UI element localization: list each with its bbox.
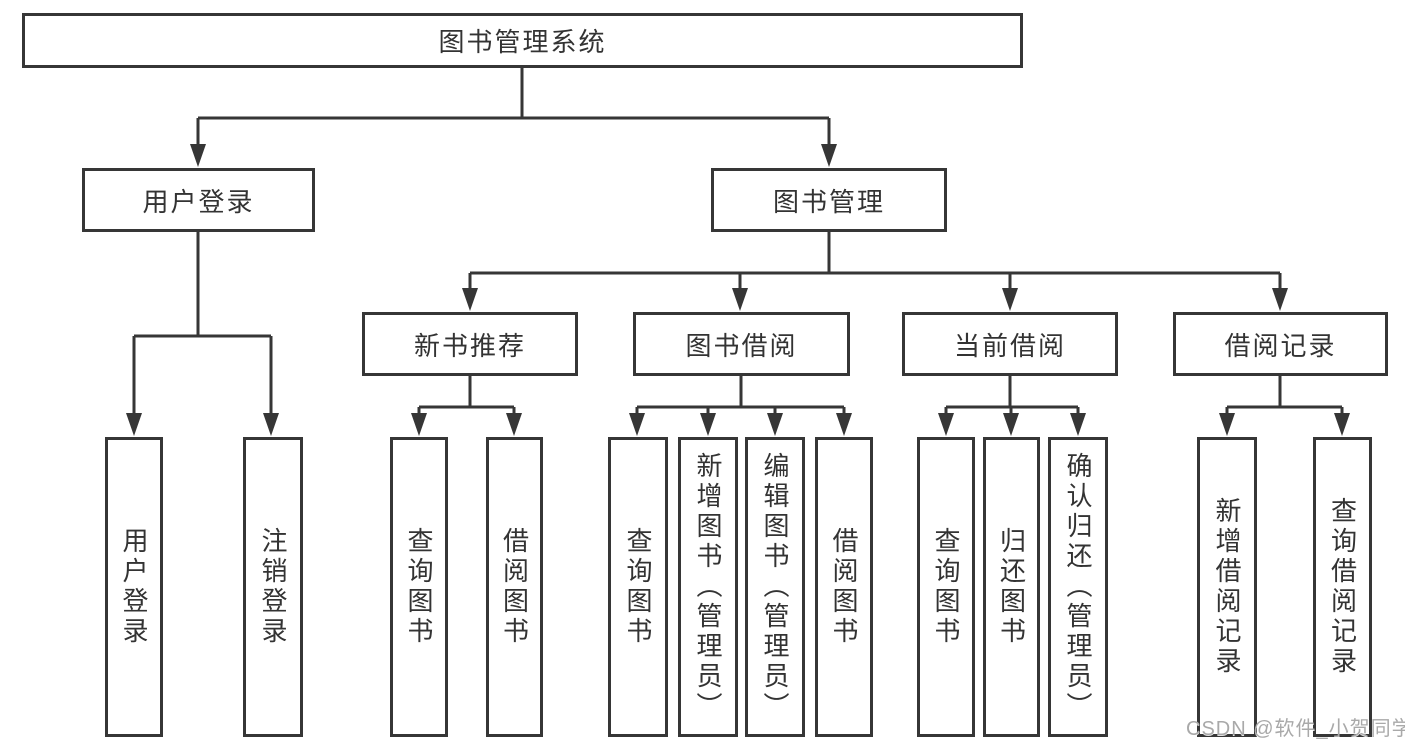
node-label: 图书管理 <box>772 186 885 217</box>
leaf-query-borrow-record: 查询借阅记录 <box>1313 437 1372 737</box>
node-label: 当前借阅 <box>953 330 1066 361</box>
csdn-watermark: CSDN @软件_小贺同学 <box>1186 718 1405 740</box>
node-book-management-system: 图书管理系统 <box>22 13 1023 68</box>
leaf-query-books-2: 查询图书 <box>608 437 668 737</box>
node-label: 借阅记录 <box>1224 330 1337 361</box>
leaf-borrow-books-1: 借阅图书 <box>486 437 543 737</box>
node-user-login: 用户登录 <box>82 168 315 232</box>
node-book-borrowing: 图书借阅 <box>633 312 850 376</box>
node-label: 图书借阅 <box>685 330 798 361</box>
leaf-user-login: 用户登录 <box>105 437 163 737</box>
leaf-return-books: 归还图书 <box>983 437 1040 737</box>
node-current-borrowing: 当前借阅 <box>902 312 1118 376</box>
leaf-query-books-1: 查询图书 <box>390 437 448 737</box>
leaf-label: 查询借阅记录 <box>1327 497 1358 677</box>
node-label: 图书管理系统 <box>438 27 607 57</box>
leaf-borrow-books-2: 借阅图书 <box>815 437 873 737</box>
leaf-label: 查询图书 <box>623 527 653 647</box>
leaf-label: 用户登录 <box>119 527 149 647</box>
leaf-label: 借阅图书 <box>829 527 859 647</box>
leaf-logout: 注销登录 <box>243 437 303 737</box>
leaf-label: 新增借阅记录 <box>1212 497 1242 677</box>
leaf-label: 借阅图书 <box>499 527 530 647</box>
leaf-label: 归还图书 <box>996 527 1027 647</box>
leaf-label: 查询图书 <box>404 527 434 647</box>
leaf-add-borrow-record: 新增借阅记录 <box>1197 437 1257 737</box>
leaf-label: 新增图书（管理员） <box>693 452 723 722</box>
node-new-book-recommend: 新书推荐 <box>362 312 578 376</box>
node-label: 新书推荐 <box>413 330 526 361</box>
node-book-management: 图书管理 <box>711 168 947 232</box>
arrowhead-icons <box>126 144 1350 436</box>
leaf-label: 注销登录 <box>258 527 288 647</box>
leaf-query-books-3: 查询图书 <box>917 437 975 737</box>
leaf-add-books-admin: 新增图书（管理员） <box>678 437 738 737</box>
leaf-label: 编辑图书（管理员） <box>760 452 790 722</box>
leaf-edit-books-admin: 编辑图书（管理员） <box>745 437 805 737</box>
leaf-label: 查询图书 <box>931 527 961 647</box>
node-borrowing-records: 借阅记录 <box>1173 312 1388 376</box>
leaf-confirm-return-admin: 确认归还（管理员） <box>1048 437 1108 737</box>
node-label: 用户登录 <box>142 186 255 217</box>
leaf-label: 确认归还（管理员） <box>1063 452 1093 722</box>
